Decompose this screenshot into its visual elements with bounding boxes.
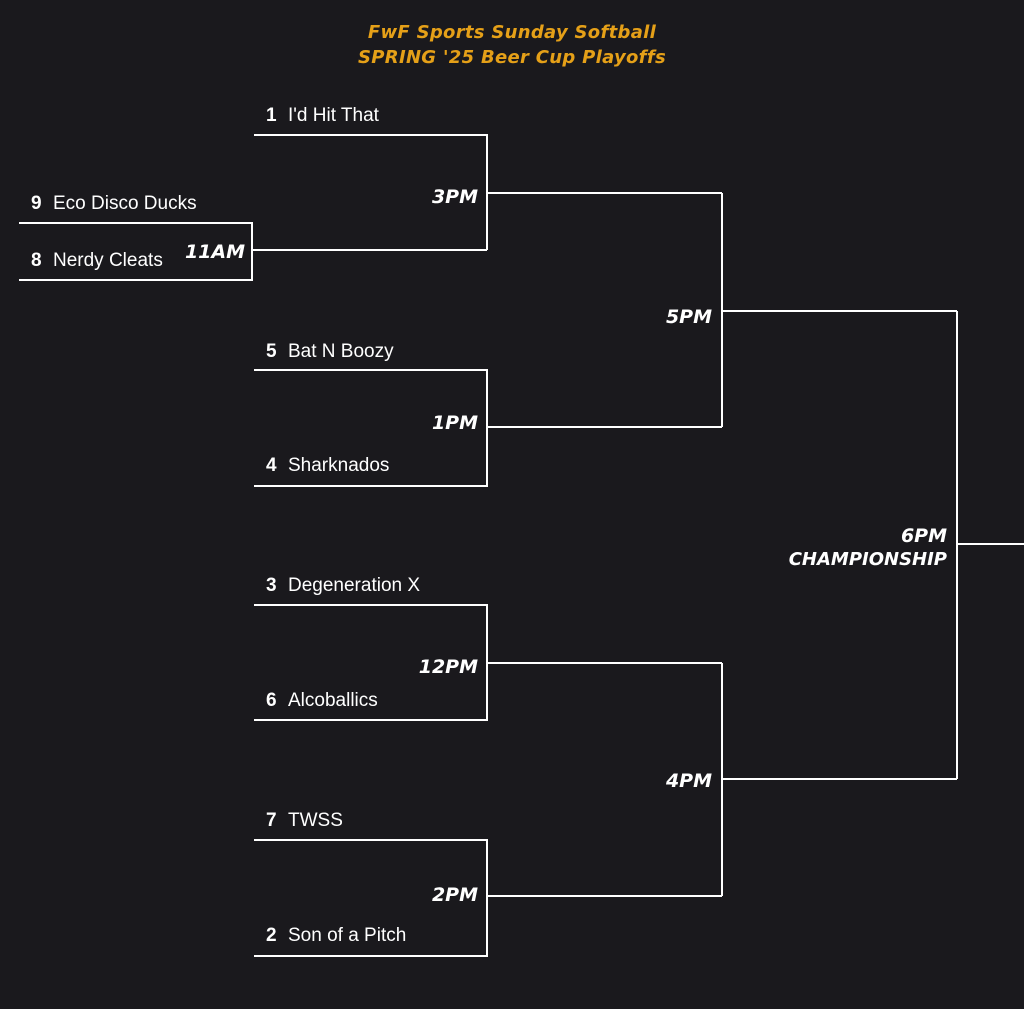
team-name: Degeneration X (288, 575, 421, 596)
team-seed: 2 (266, 925, 277, 946)
team-seed: 4 (266, 455, 277, 476)
team-name: Nerdy Cleats (53, 250, 163, 271)
team-slot-seed-6: 6 Alcoballics (266, 689, 378, 713)
team-name: Alcoballics (288, 690, 378, 711)
championship-label: CHAMPIONSHIP (788, 549, 947, 570)
bracket-line-11am (19, 222, 253, 281)
team-seed: 6 (266, 690, 277, 711)
bracket-line-3pm (254, 134, 488, 250)
game-time-12pm: 12PM (418, 656, 478, 678)
team-slot-seed-9: 9 Eco Disco Ducks (31, 192, 197, 216)
team-seed: 3 (266, 575, 277, 596)
team-name: I'd Hit That (288, 105, 379, 126)
team-slot-seed-7: 7 TWSS (266, 809, 343, 833)
team-slot-seed-1: 1 I'd Hit That (266, 104, 379, 128)
team-name: Sharknados (288, 455, 390, 476)
team-seed: 8 (31, 250, 42, 271)
game-time-6pm: 6PM (900, 525, 947, 547)
game-time-3pm: 3PM (431, 186, 478, 208)
team-slot-seed-3: 3 Degeneration X (266, 574, 420, 598)
team-name: TWSS (288, 810, 343, 831)
game-time-5pm: 5PM (665, 306, 712, 328)
game-time-4pm: 4PM (665, 770, 712, 792)
game-time-2pm: 2PM (431, 884, 478, 906)
team-slot-seed-2: 2 Son of a Pitch (266, 924, 406, 948)
bracket-title: FwF Sports Sunday Softball (367, 22, 657, 43)
team-name: Son of a Pitch (288, 925, 407, 946)
bracket-line-2pm (254, 839, 488, 957)
team-name: Eco Disco Ducks (53, 193, 197, 214)
bracket-subtitle: SPRING '25 Beer Cup Playoffs (358, 47, 666, 68)
team-slot-seed-8: 8 Nerdy Cleats (31, 249, 163, 273)
team-seed: 5 (266, 341, 277, 362)
team-slot-seed-5: 5 Bat N Boozy (266, 340, 394, 364)
team-name: Bat N Boozy (288, 341, 394, 362)
team-seed: 9 (31, 193, 42, 214)
team-seed: 7 (266, 810, 277, 831)
game-time-1pm: 1PM (431, 412, 478, 434)
team-seed: 1 (266, 105, 277, 126)
game-time-11am: 11AM (184, 241, 245, 263)
team-slot-seed-4: 4 Sharknados (266, 454, 389, 478)
